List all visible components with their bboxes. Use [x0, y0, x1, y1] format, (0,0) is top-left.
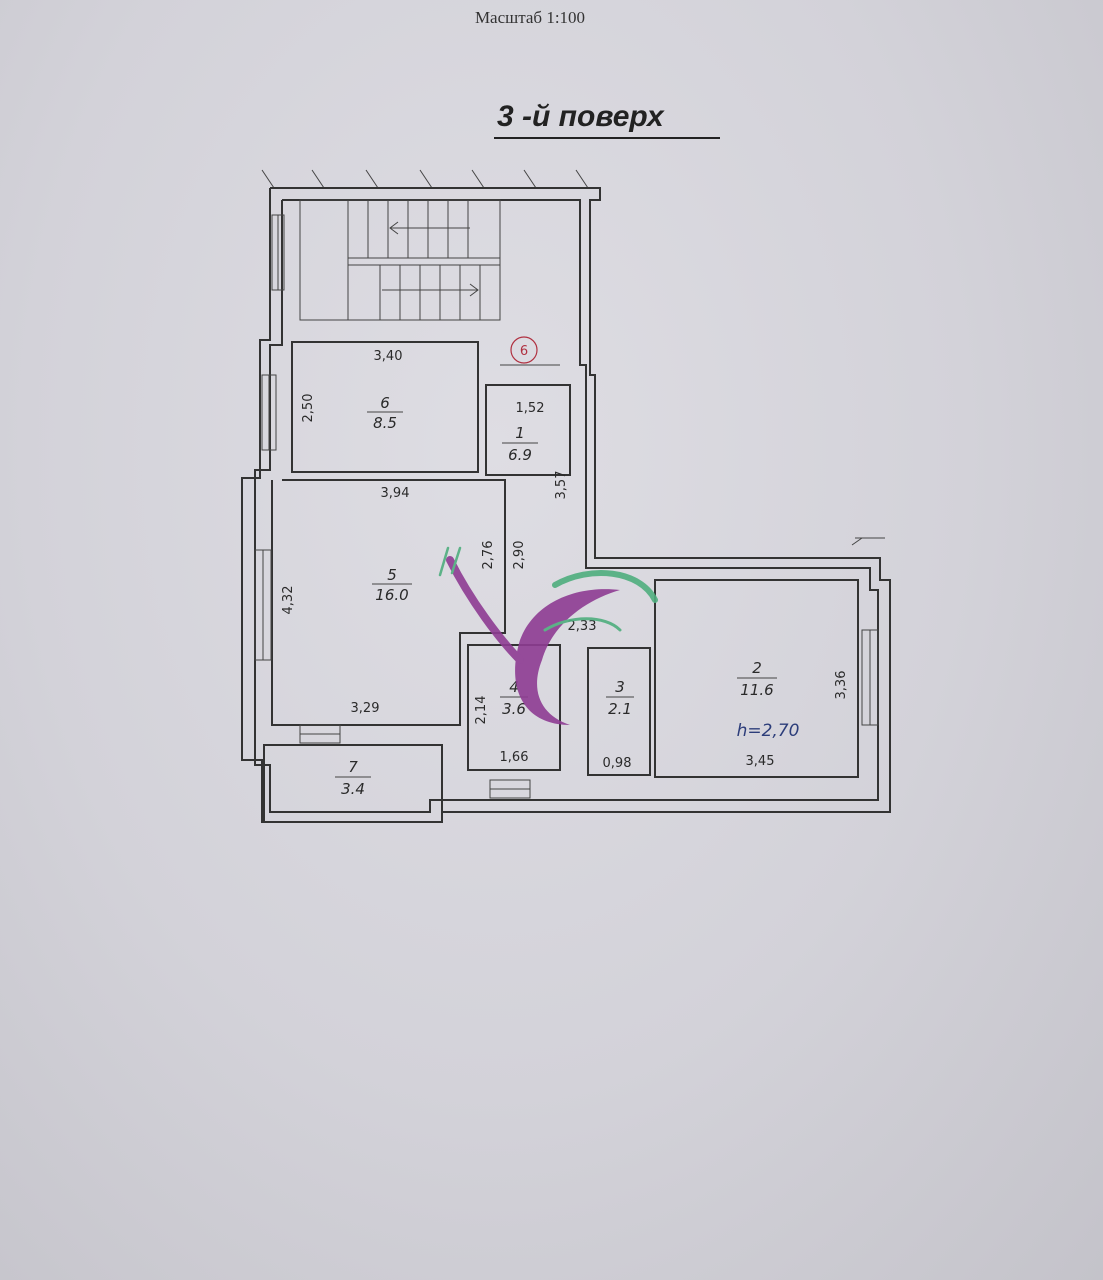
dim-room3-width: 0,98 [603, 756, 632, 771]
dim-room6-width: 3,40 [374, 349, 403, 364]
dim-room5-inner-b: 2,90 [512, 541, 527, 570]
ceiling-height: h=2,70 [737, 721, 800, 741]
watermark-logo-icon [438, 546, 658, 725]
room-7-outline [263, 744, 443, 823]
room-6-area: 8.5 [373, 414, 397, 432]
room-2-area: 11.6 [740, 681, 773, 699]
room-1-area: 6.9 [508, 446, 532, 464]
dim-room2-width: 3,45 [746, 754, 775, 769]
scale-label: Масштаб 1:100 [474, 8, 586, 27]
room-2-label: 2 11.6 [737, 659, 777, 699]
room-6-outline [291, 341, 479, 473]
dim-corridor: 2,33 [568, 619, 597, 634]
dim-room5-bottom: 3,29 [351, 701, 380, 716]
room-1-number: 1 [515, 424, 525, 442]
room-6-number: 6 [380, 394, 390, 412]
room-2-outline [654, 579, 859, 778]
dim-room6-depth: 2,50 [301, 394, 316, 423]
marker-circle [510, 336, 538, 364]
room-4-outline [467, 644, 561, 771]
room-3-area: 2.1 [608, 700, 632, 718]
room-5-label: 5 16.0 [372, 566, 412, 604]
dim-room1-length: 3,57 [554, 471, 569, 500]
room-5-outline [271, 479, 506, 726]
dim-room5-inner-a: 2,76 [481, 541, 496, 570]
room-5-area: 16.0 [375, 586, 408, 604]
room-3-label: 3 2.1 [606, 678, 634, 718]
marker-label: 6 [520, 344, 528, 359]
title-underline [494, 137, 720, 139]
room-5-number: 5 [387, 566, 397, 584]
room-4-number: 4 [509, 678, 519, 696]
room-3-outline [587, 647, 651, 776]
outer-walls [241, 187, 891, 823]
dim-room4-depth: 2,14 [474, 696, 489, 725]
room-4-area: 3.6 [502, 700, 526, 718]
dim-room2-depth: 3,36 [834, 671, 849, 700]
room-3-number: 3 [615, 678, 625, 696]
dim-room4-width: 1,66 [500, 750, 529, 765]
room-7-label: 7 3.4 [335, 758, 371, 798]
room-2-number: 2 [752, 659, 762, 677]
top-hatch [261, 169, 885, 546]
room-1-outline [485, 384, 571, 476]
dim-room1-width: 1,52 [516, 401, 545, 416]
staircase [299, 199, 501, 321]
room-6-label: 6 8.5 [367, 394, 403, 432]
dim-room5-depth: 4,32 [281, 586, 296, 615]
room-1-label: 1 6.9 [502, 424, 538, 464]
room-7-area: 3.4 [341, 780, 365, 798]
floor-title: 3 -й поверх [497, 100, 664, 133]
windows [254, 214, 879, 799]
room-7-number: 7 [348, 758, 358, 776]
dim-room5-width: 3,94 [381, 486, 410, 501]
